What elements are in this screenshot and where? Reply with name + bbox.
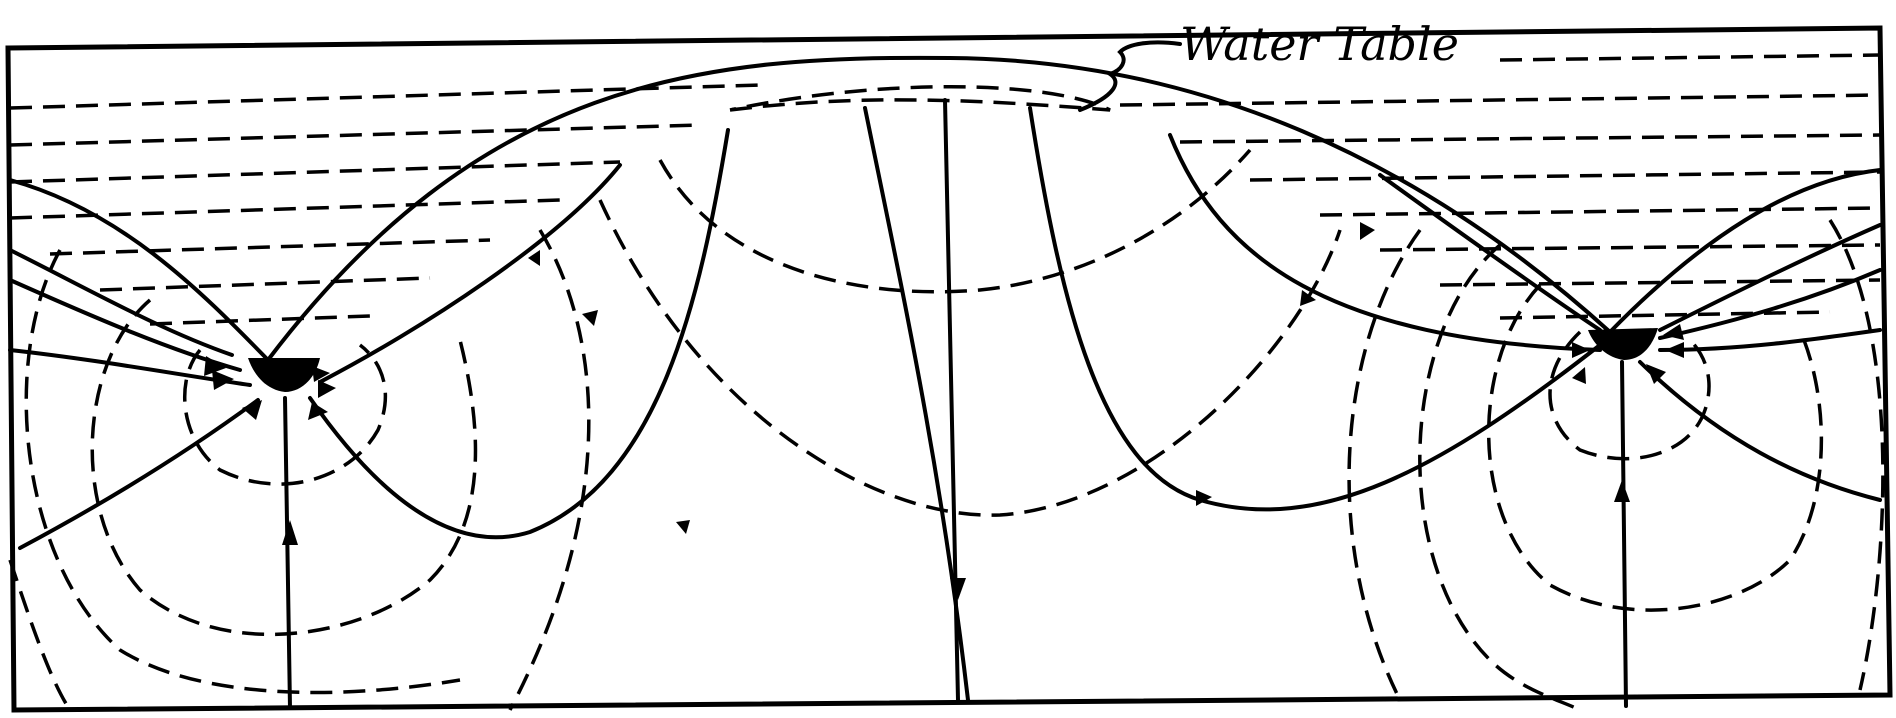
equipotential-lines [8, 85, 1885, 712]
diagram-frame [5, 25, 1893, 713]
water-table-leader [1078, 40, 1182, 112]
left-drain [248, 358, 320, 392]
water-table-dashed-lines-right [1119, 53, 1881, 320]
water-table-surface [8, 55, 1882, 362]
flow-lines [8, 98, 1882, 710]
water-table-dashed-lines-left [9, 83, 761, 326]
water-table-label: Water Table [1180, 17, 1459, 71]
flow-arrowheads [204, 222, 1684, 600]
right-drain [1588, 328, 1658, 360]
